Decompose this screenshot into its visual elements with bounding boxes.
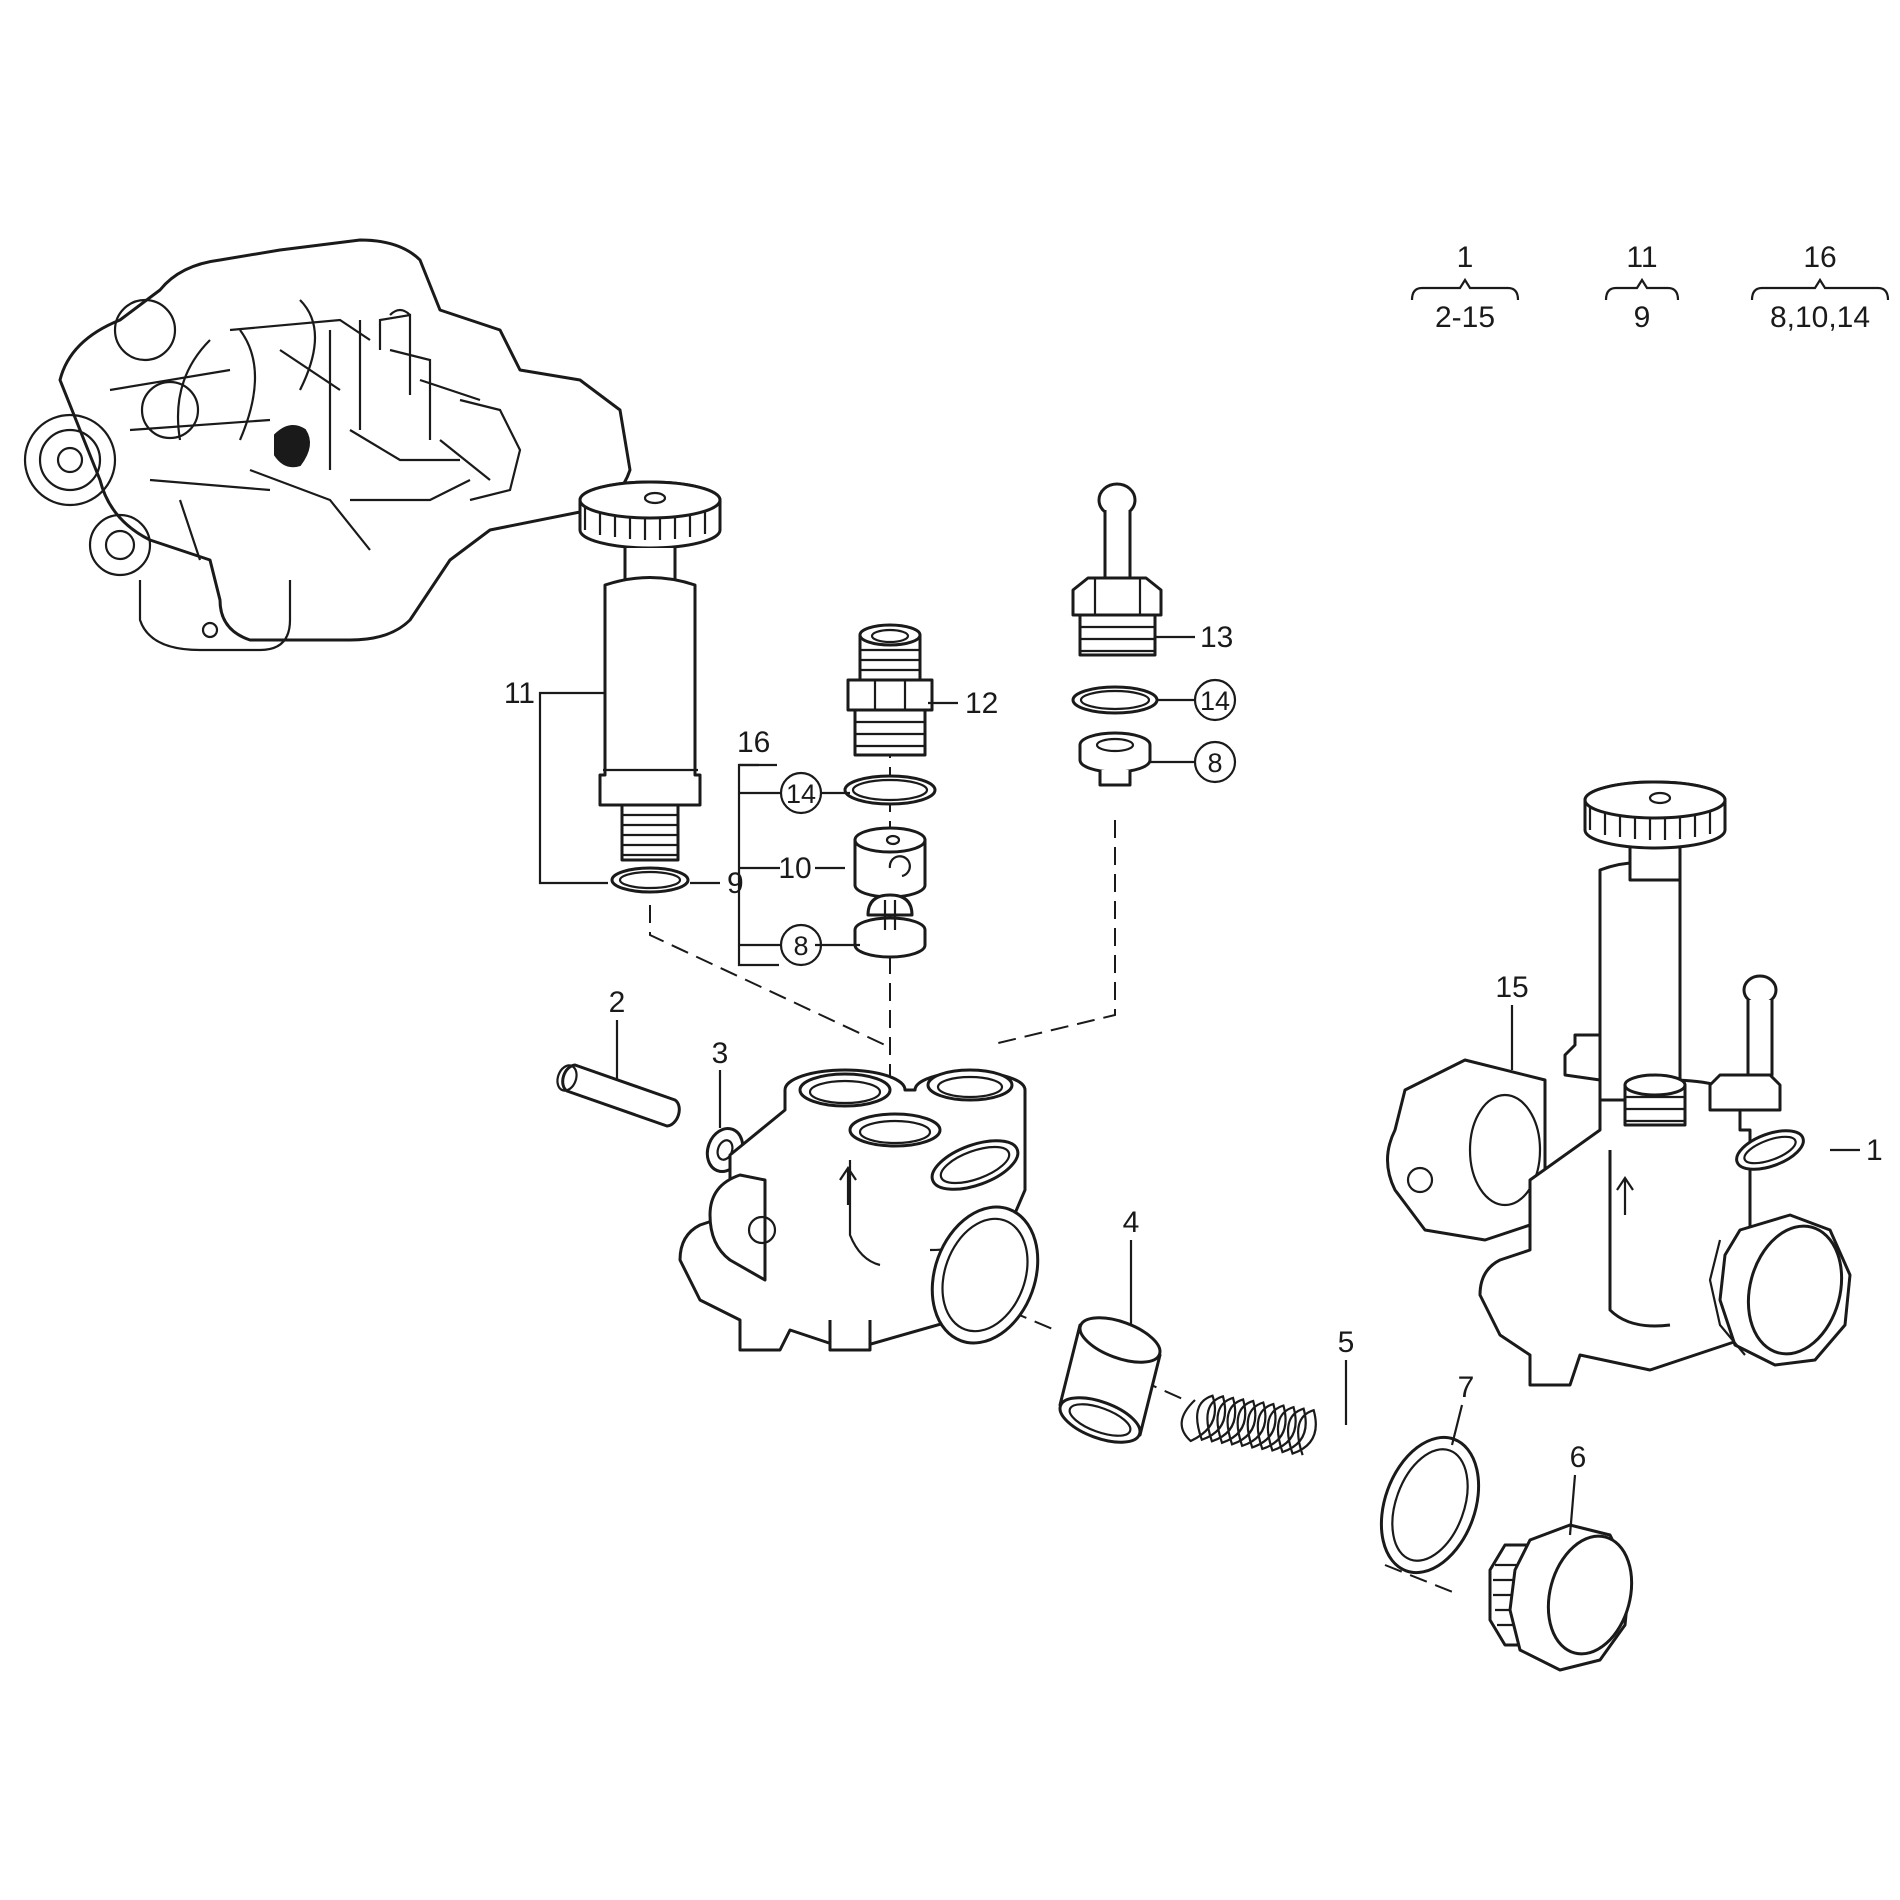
part-5-spring bbox=[1180, 1394, 1317, 1456]
group-11: 11 9 bbox=[1604, 241, 1680, 334]
group-16-parent: 16 bbox=[1803, 241, 1836, 274]
callout-8b-circle bbox=[1193, 740, 1237, 784]
group-1-parent: 1 bbox=[1457, 241, 1474, 274]
pump-housing bbox=[678, 1068, 1040, 1352]
callout-14a: 14 bbox=[786, 779, 816, 809]
part-14-o-ring-left bbox=[843, 774, 937, 806]
callout-10: 10 bbox=[778, 852, 811, 885]
callout-13: 13 bbox=[1200, 621, 1233, 654]
callout-15: 15 bbox=[1495, 971, 1528, 1004]
callout-8a-circle bbox=[779, 923, 823, 967]
callout-7: 7 bbox=[1458, 1371, 1475, 1404]
callout-4: 4 bbox=[1123, 1206, 1140, 1239]
part-2-pin bbox=[556, 1063, 681, 1128]
group-legend: 1 2-15 11 9 16 8,10,14 bbox=[1410, 241, 1890, 334]
leader-lines bbox=[538, 635, 1860, 1536]
callout-1: 1 bbox=[1866, 1134, 1883, 1167]
group-1: 1 2-15 bbox=[1410, 241, 1520, 334]
part-14-o-ring-right bbox=[1071, 685, 1159, 715]
part-8-valve-right bbox=[1078, 731, 1152, 787]
callout-5: 5 bbox=[1338, 1326, 1355, 1359]
group-11-children: 9 bbox=[1634, 301, 1651, 334]
engine-locator-illustration bbox=[23, 238, 632, 652]
callout-12: 12 bbox=[965, 687, 998, 720]
part-10-valve-insert bbox=[853, 826, 927, 899]
group-11-parent: 11 bbox=[1626, 241, 1657, 274]
callout-16: 16 bbox=[737, 726, 770, 759]
callout-14a-circle bbox=[779, 771, 823, 815]
group-16: 16 8,10,14 bbox=[1750, 241, 1890, 334]
part-8-valve-left bbox=[853, 893, 927, 959]
callout-14b-circle bbox=[1193, 678, 1237, 722]
callout-8a: 8 bbox=[793, 931, 808, 961]
part-11-hand-primer-pump bbox=[578, 480, 722, 862]
part-12-union-fitting bbox=[846, 623, 934, 757]
callout-11: 11 bbox=[504, 677, 535, 710]
group-16-brace bbox=[1750, 277, 1890, 301]
part-6-screw-plug bbox=[1488, 1523, 1634, 1672]
callout-8b: 8 bbox=[1207, 748, 1222, 778]
callout-3: 3 bbox=[712, 1037, 729, 1070]
assembled-fuel-pump bbox=[1386, 780, 1852, 1387]
group-16-children: 8,10,14 bbox=[1770, 301, 1870, 334]
callout-9: 9 bbox=[727, 867, 744, 900]
part-4-sleeve bbox=[1058, 1316, 1162, 1444]
callout-labels: 11 9 16 14 10 8 12 13 14 8 2 3 4 5 7 6 1… bbox=[504, 621, 1883, 1474]
callout-14b: 14 bbox=[1200, 686, 1230, 716]
callout-6: 6 bbox=[1570, 1441, 1587, 1474]
part-7-seal-ring bbox=[1379, 1435, 1481, 1575]
fuel-pump-location-marker bbox=[274, 425, 310, 468]
part-9-o-ring bbox=[610, 866, 690, 894]
group-1-children: 2-15 bbox=[1435, 301, 1495, 334]
group-1-brace bbox=[1410, 277, 1520, 301]
part-13-vent-screw bbox=[1071, 482, 1163, 657]
group-11-brace bbox=[1604, 277, 1680, 301]
callout-2: 2 bbox=[609, 986, 626, 1019]
